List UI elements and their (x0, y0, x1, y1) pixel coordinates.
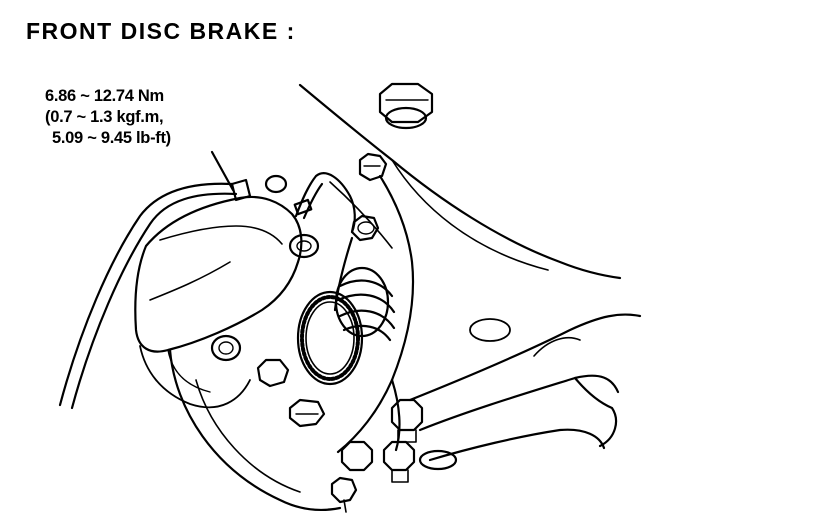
brake-hose (60, 176, 286, 408)
brake-disc (170, 350, 340, 510)
hub-tone-wheel (298, 292, 362, 384)
knuckle-upper-bolts (352, 154, 386, 240)
torque-spec-nm: 6.86 ~ 12.74 Nm (45, 87, 164, 105)
torque-spec-lbft: 5.09 ~ 9.45 lb-ft) (52, 129, 171, 147)
caliper-guide-bolts (212, 235, 318, 360)
knuckle-lower-bolts (258, 360, 324, 426)
brake-caliper (135, 197, 301, 407)
ball-joint-nuts (332, 400, 456, 512)
page-title: FRONT DISC BRAKE : (26, 18, 296, 44)
torque-spec-callout: 6.86 ~ 12.74 Nm (0.7 ~ 1.3 kgf.m, 5.09 ~… (45, 86, 171, 149)
wheel-well-panel (300, 85, 620, 278)
strut-mount-nut (380, 84, 432, 128)
brake-pipe (293, 173, 355, 232)
torque-spec-kgfm: (0.7 ~ 1.3 kgf.m, (45, 108, 164, 126)
lower-control-arm (410, 315, 640, 460)
